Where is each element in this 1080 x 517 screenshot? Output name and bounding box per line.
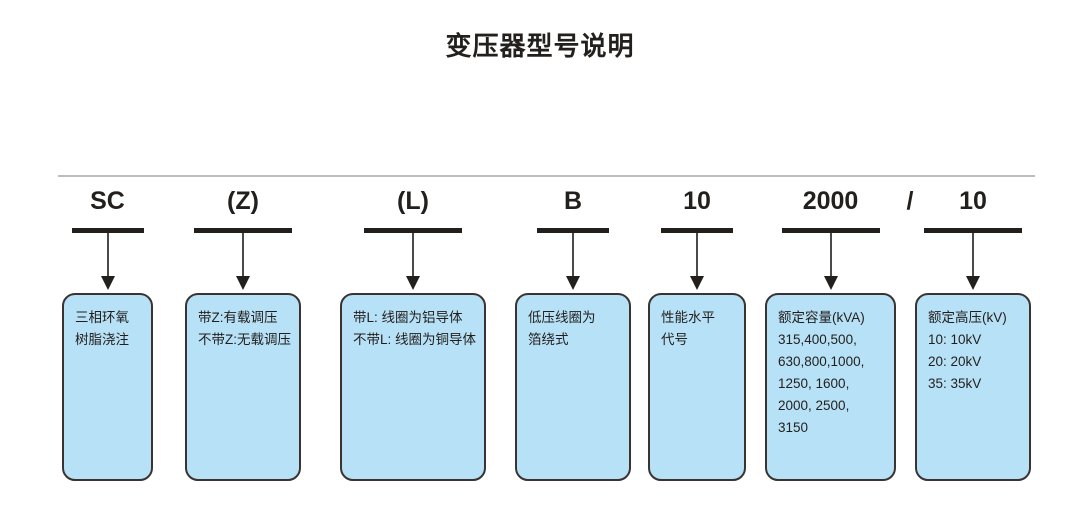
arrow-down-icon-3 [340,233,486,293]
description-box-4: 低压线圈为 箔绕式 [515,293,631,481]
header-divider [58,175,1035,177]
model-segment-6: 2000 额定容量(kVA) 315,400,500, 630,800,1000… [765,186,896,481]
description-line: 带L: 线圈为铝导体 [353,310,463,325]
description-box-1: 三相环氧 树脂浇注 [62,293,153,481]
segment-underline-6 [781,228,880,233]
arrow-head [100,276,115,290]
segment-underline-5 [661,228,733,233]
description-line: 2000, 2500, [778,398,850,413]
arrow-head [406,276,420,290]
segment-code-1: SC [90,187,125,215]
description-line: 额定容量(kVA) [778,310,865,325]
description-line: 20: 20kV [928,354,982,369]
arrow-down-icon-7 [915,233,1031,293]
model-segment-5: 10 性能水平 代号 [648,186,746,481]
description-box-7: 额定高压(kV) 10: 10kV 20: 20kV 35: 35kV [915,293,1031,481]
model-segment-3: (L) 带L: 线圈为铝导体 不带L: 线圈为铜导体 [340,186,486,481]
segment-code-3: (L) [397,187,429,215]
description-line: 箔绕式 [528,332,569,347]
arrow-down-icon-6 [765,233,896,293]
arrow-head [966,276,980,290]
description-line: 性能水平 [661,310,715,325]
segment-underline-4 [537,228,609,233]
segment-underline-1 [71,228,144,233]
arrow-down-icon-2 [185,233,301,293]
description-box-3: 带L: 线圈为铝导体 不带L: 线圈为铜导体 [340,293,486,481]
segment-code-4: B [563,187,583,215]
segment-code-5: 10 [683,187,711,215]
description-line: 1250, 1600, [778,376,850,391]
arrow-shaft [412,233,414,280]
description-line: 630,800,1000, [778,354,865,369]
description-line: 树脂浇注 [75,332,129,347]
arrow-head [823,276,838,290]
description-line: 10: 10kV [928,332,982,347]
description-line: 35: 35kV [928,376,982,391]
model-segment-2: (Z) 带Z:有载调压 不带Z:无载调压 [185,186,301,481]
description-line: 不带Z:无载调压 [198,332,291,347]
description-line: 低压线圈为 [528,310,596,325]
description-line: 带Z:有载调压 [198,310,278,325]
arrow-shaft [242,233,244,280]
segment-code-2: (Z) [227,187,259,215]
page-title: 变压器型号说明 [445,31,635,61]
arrow-shaft [696,233,698,280]
arrow-down-icon-4 [515,233,631,293]
description-line: 不带L: 线圈为铜导体 [353,332,477,347]
arrow-shaft [106,233,109,280]
description-line: 三相环氧 [75,310,129,325]
description-line: 315,400,500, [778,332,857,347]
model-segment-1: SC 三相环氧 树脂浇注 [62,186,153,481]
model-segment-7: 10 额定高压(kV) 10: 10kV 20: 20kV 35: 35kV [915,186,1031,481]
arrow-shaft [572,233,574,280]
description-box-5: 性能水平 代号 [648,293,746,481]
description-box-6: 额定容量(kVA) 315,400,500, 630,800,1000, 125… [765,293,896,481]
segment-code-7: 10 [959,187,987,215]
description-line: 3150 [778,420,809,435]
arrow-down-icon-1 [62,233,153,293]
segment-underline-3 [364,228,462,233]
arrow-down-icon-5 [648,233,746,293]
description-line: 额定高压(kV) [928,310,1007,325]
description-box-2: 带Z:有载调压 不带Z:无载调压 [185,293,301,481]
slash-separator: / [906,187,914,215]
arrow-head [566,276,580,290]
model-segment-4: B 低压线圈为 箔绕式 [515,186,631,481]
description-line: 代号 [661,332,688,347]
arrow-head [690,276,704,290]
arrow-shaft [829,233,832,280]
segment-underline-7 [924,228,1022,233]
arrow-head [236,276,250,290]
segment-code-6: 2000 [802,187,859,215]
segment-underline-2 [194,228,292,233]
arrow-shaft [972,233,974,280]
